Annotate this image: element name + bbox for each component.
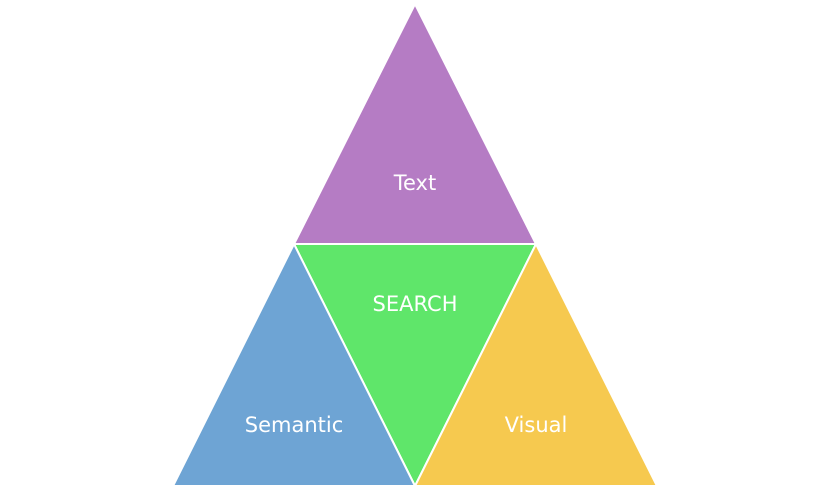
segment-text-shape — [293, 3, 537, 245]
segment-text-label: Text — [393, 171, 436, 195]
segment-semantic-shape — [172, 243, 416, 487]
segment-visual: Visual — [414, 243, 658, 487]
segment-visual-label: Visual — [505, 413, 568, 437]
segment-semantic-label: Semantic — [245, 413, 344, 437]
segment-text: Text — [293, 3, 537, 245]
segment-semantic: Semantic — [172, 243, 416, 487]
segment-search-label: SEARCH — [373, 292, 458, 316]
segment-visual-shape — [414, 243, 658, 487]
segment-search: SEARCH — [293, 243, 537, 487]
